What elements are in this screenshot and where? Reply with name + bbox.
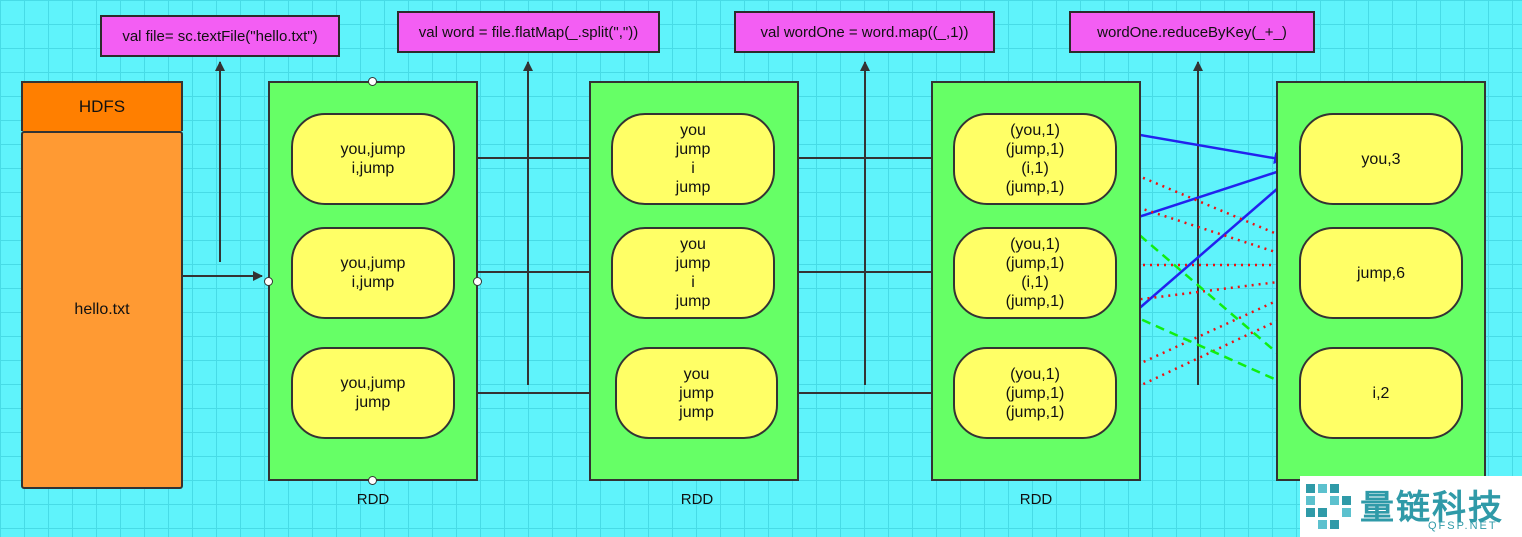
result-content: i,2 (1372, 384, 1390, 402)
partition-pairs-1: (you,1) (jump,1) (i,1) (jump,1) (953, 113, 1117, 205)
partition-words-1: you jump i jump (611, 113, 775, 205)
hdfs-file: hello.txt (21, 131, 183, 489)
partition-words-2: you jump i jump (611, 227, 775, 319)
code-box-textfile: val file= sc.textFile("hello.txt") (100, 15, 340, 57)
partition-content: (you,1) (jump,1) (jump,1) (1005, 365, 1065, 421)
result-jump: jump,6 (1299, 227, 1463, 319)
partition-content: (you,1) (jump,1) (i,1) (jump,1) (1005, 122, 1065, 196)
partition-text-3: you,jump jump (291, 347, 455, 439)
partition-content: you jump i jump (675, 236, 711, 310)
watermark-logo: 量链科技 QFSP.NET (1300, 476, 1522, 537)
partition-content: you jump jump (679, 365, 714, 421)
partition-text-1: you,jump i,jump (291, 113, 455, 205)
result-you: you,3 (1299, 113, 1463, 205)
code-box-reducebykey: wordOne.reduceByKey(_+_) (1069, 11, 1315, 53)
partition-content: you,jump jump (340, 375, 406, 411)
selection-handle-right[interactable] (473, 277, 482, 286)
result-i: i,2 (1299, 347, 1463, 439)
logo-domain: QFSP.NET (1428, 520, 1498, 532)
partition-pairs-3: (you,1) (jump,1) (jump,1) (953, 347, 1117, 439)
rdd-label-2: RDD (680, 491, 714, 508)
rdd-label-1: RDD (356, 491, 390, 508)
partition-content: (you,1) (jump,1) (i,1) (jump,1) (1005, 236, 1065, 310)
i-arrow-2 (1059, 281, 1291, 388)
partition-content: you jump i jump (675, 122, 711, 196)
partition-pairs-2: (you,1) (jump,1) (i,1) (jump,1) (953, 227, 1117, 319)
result-content: jump,6 (1356, 264, 1406, 282)
selection-handle-left[interactable] (264, 277, 273, 286)
result-content: you,3 (1361, 150, 1401, 168)
code-box-flatmap: val word = file.flatMap(_.split(",")) (397, 11, 660, 53)
partition-words-3: you jump jump (615, 347, 778, 439)
jump-arrow-2 (1077, 186, 1295, 261)
logo-name: 量链科技 (1360, 488, 1504, 528)
partition-content: you,jump i,jump (340, 141, 406, 177)
jump-arrow-6 (1079, 310, 1297, 416)
rdd-label-3: RDD (1019, 491, 1053, 508)
selection-handle-top[interactable] (368, 77, 377, 86)
partition-text-2: you,jump i,jump (291, 227, 455, 319)
code-box-map: val wordOne = word.map((_,1)) (734, 11, 995, 53)
partition-content: you,jump i,jump (340, 255, 406, 291)
selection-handle-bottom[interactable] (368, 476, 377, 485)
hdfs-header: HDFS (21, 81, 183, 131)
logo-mark-icon (1306, 484, 1351, 529)
